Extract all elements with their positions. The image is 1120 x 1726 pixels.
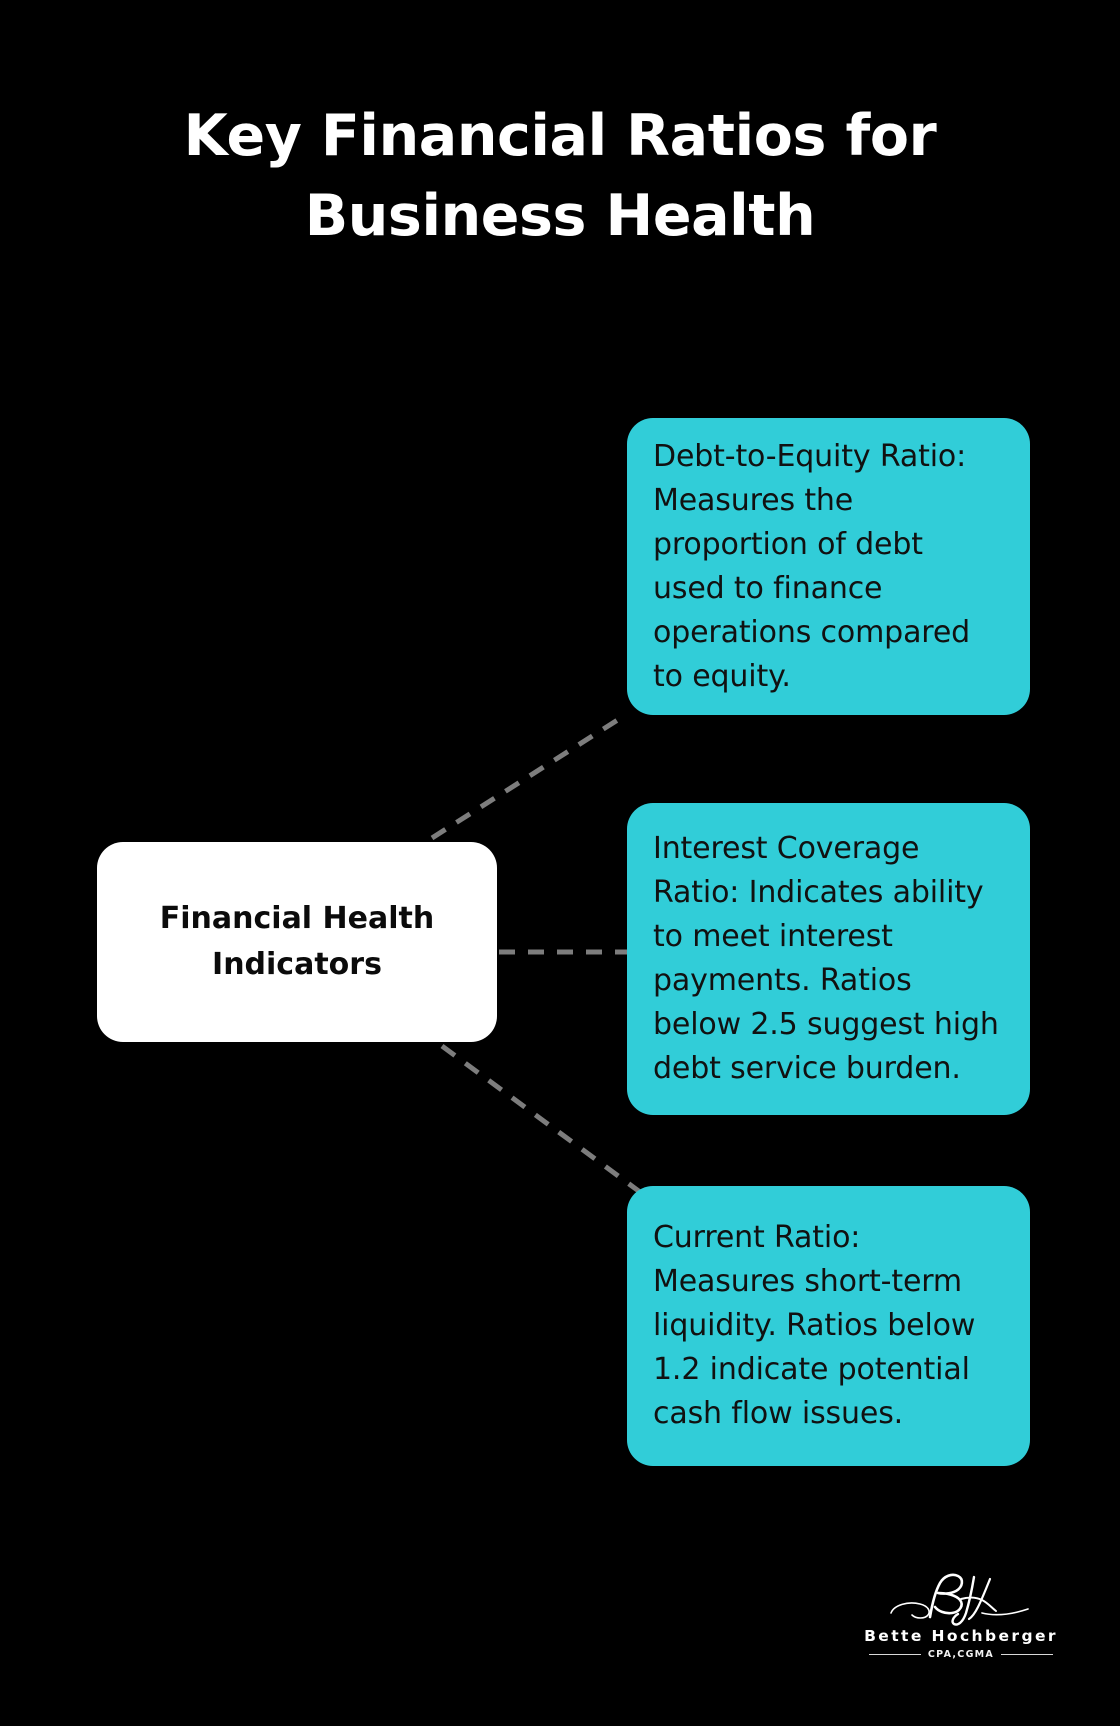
- center-node-label: Financial Health Indicators: [160, 896, 434, 988]
- connector-line-to-card-1: [430, 711, 629, 841]
- brand-credentials: CPA,CGMA: [927, 1649, 995, 1660]
- brand-credentials-row: CPA,CGMA: [869, 1649, 1053, 1660]
- ratio-card-interest-coverage[interactable]: Interest Coverage Ratio: Indicates abili…: [627, 803, 1030, 1115]
- page-title-line-2: Business Health: [304, 183, 816, 249]
- ratio-card-debt-to-equity[interactable]: Debt-to-Equity Ratio: Measures the propo…: [627, 418, 1030, 715]
- center-node-financial-health-indicators[interactable]: Financial Health Indicators: [97, 842, 497, 1042]
- ratio-card-current-ratio[interactable]: Current Ratio: Measures short-term liqui…: [627, 1186, 1030, 1466]
- brand-logo: Bette Hochberger CPA,CGMA: [836, 1567, 1086, 1679]
- brand-name: Bette Hochberger: [864, 1627, 1058, 1645]
- brand-rule-right: [1001, 1654, 1053, 1655]
- page-title-line-1: Key Financial Ratios for: [183, 103, 937, 169]
- page-title: Key Financial Ratios for Business Health: [0, 96, 1120, 256]
- ratio-card-text: Interest Coverage Ratio: Indicates abili…: [653, 831, 999, 1086]
- center-node-label-line-2: Indicators: [212, 947, 382, 982]
- ratio-card-text: Debt-to-Equity Ratio: Measures the propo…: [653, 438, 971, 694]
- ratio-card-text: Current Ratio: Measures short-term liqui…: [653, 1220, 976, 1431]
- brand-rule-left: [869, 1654, 921, 1655]
- center-node-label-line-1: Financial Health: [159, 901, 435, 936]
- bh-monogram-icon: [890, 1573, 1029, 1626]
- connector-line-to-card-3: [440, 1043, 642, 1195]
